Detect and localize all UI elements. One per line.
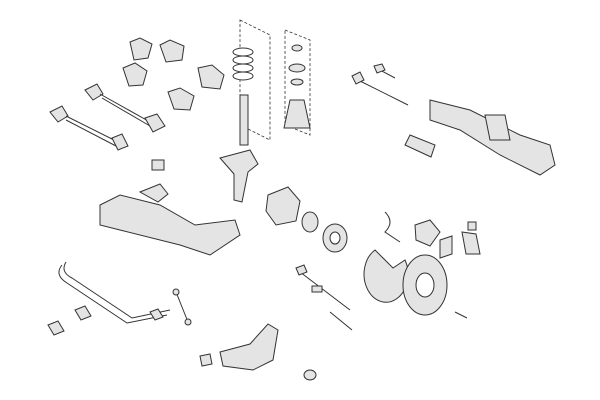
brake-hose	[384, 211, 401, 243]
brake-disc	[402, 254, 448, 316]
strut-mount-kit-outline	[284, 29, 311, 136]
coil-spring	[232, 47, 254, 81]
wheel-bolt	[454, 311, 468, 319]
drive-shafts	[49, 83, 166, 151]
subframe	[99, 159, 241, 256]
rack-boot	[404, 134, 436, 158]
shock-absorber	[219, 94, 259, 203]
strut-kit-outline	[239, 19, 271, 141]
bushing	[199, 353, 213, 367]
wheel-bearing	[301, 211, 348, 253]
strut-top-mount	[283, 44, 311, 129]
brake-dust-shield	[363, 249, 409, 303]
brake-pads	[439, 221, 481, 259]
cv-boot-kits	[122, 37, 225, 111]
tie-rod-assembly	[295, 264, 353, 331]
stabilizer-bar	[47, 261, 171, 336]
ball-joint	[303, 369, 317, 381]
lower-control-arm	[219, 323, 279, 371]
tie-rods	[351, 63, 409, 106]
steering-rack	[429, 99, 556, 176]
brake-caliper	[414, 219, 441, 247]
stabilizer-links	[172, 288, 192, 326]
steering-knuckle	[265, 186, 301, 226]
